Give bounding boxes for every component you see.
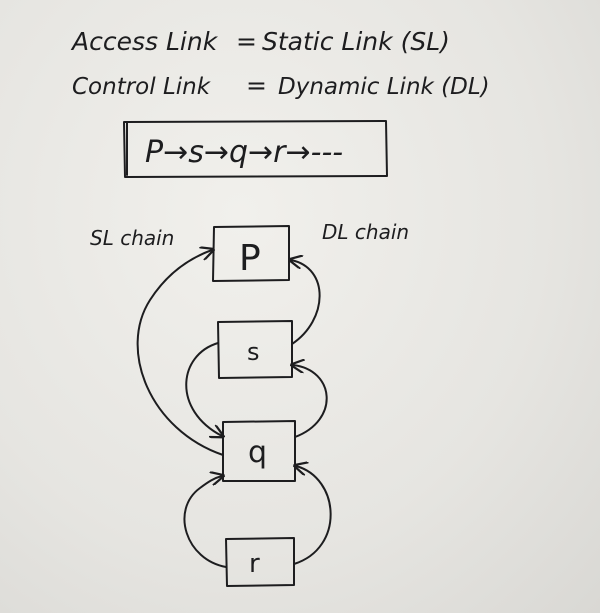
node-s-label: s [247,338,260,366]
call-sequence-box [123,120,388,178]
static-link-s-to-q [185,342,222,436]
node-p: P [212,225,290,282]
node-s: s [217,320,293,379]
node-r: r [225,537,295,587]
dl-chain-label: DL chain [322,220,409,244]
node-p-box [212,225,290,282]
static-link-q-to-p [136,250,224,456]
dynamic-link-r-to-q [294,466,332,565]
definition-1-right: Static Link (SL) [262,27,450,56]
definition-2-left: Control Link [72,74,212,100]
definition-2-right: Dynamic Link (DL) [278,74,490,100]
definition-1-equals: = [236,27,257,56]
sl-chain-label: SL chain [90,226,174,250]
node-s-box [217,320,293,379]
node-q-label: q [248,435,267,470]
definition-2-equals: = [246,71,267,100]
definition-1-left: Access Link [70,27,219,56]
node-r-box [225,537,295,587]
node-p-label: P [239,238,261,279]
node-q: q [222,420,296,482]
dynamic-link-q-to-s [293,365,328,438]
call-sequence-text: P→s→q→r→--- [145,135,343,170]
node-r-label: r [249,549,260,579]
static-link-r-to-q [183,476,227,568]
dynamic-link-s-to-p [291,260,321,345]
node-q-box [222,420,296,482]
